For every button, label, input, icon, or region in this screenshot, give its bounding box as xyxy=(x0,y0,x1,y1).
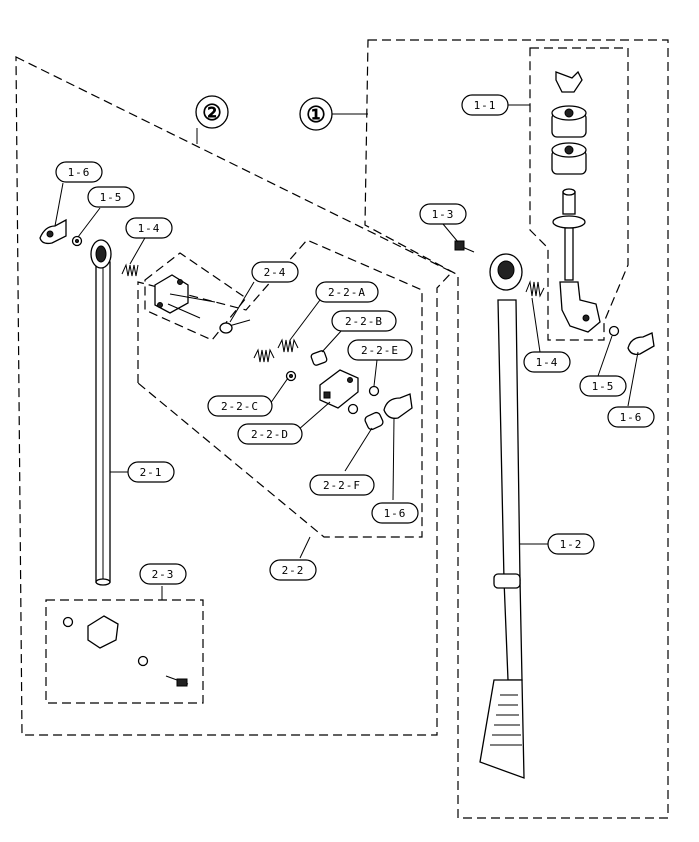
wing-nut-left xyxy=(39,218,67,245)
svg-text:2-1: 2-1 xyxy=(140,466,163,479)
svg-text:2-2-D: 2-2-D xyxy=(251,428,289,441)
callout-1-4-right: 1-4 xyxy=(523,351,571,373)
svg-text:1-4: 1-4 xyxy=(536,356,559,369)
callout-1-6-left: 1-6 xyxy=(55,161,103,183)
svg-text:1-3: 1-3 xyxy=(432,208,455,221)
callout-1-2: 1-2 xyxy=(547,533,595,555)
callout-2-2-c: 2-2-C xyxy=(207,395,273,417)
callout-2-3: 2-3 xyxy=(139,563,187,585)
svg-text:①: ① xyxy=(306,103,326,128)
svg-text:2-2: 2-2 xyxy=(282,564,305,577)
wing-nut-top xyxy=(555,70,583,93)
pin-2-2-b xyxy=(310,350,328,366)
svg-text:2-2-C: 2-2-C xyxy=(221,400,259,413)
callout-1-6-mid: 1-6 xyxy=(371,502,419,524)
callout-1-6-right: 1-6 xyxy=(607,406,655,428)
callout-2-2-e: 2-2-E xyxy=(347,339,413,361)
screw-1-3 xyxy=(454,240,475,253)
group-2-3-box xyxy=(45,599,204,704)
svg-text:1-5: 1-5 xyxy=(100,191,123,204)
svg-text:2-2-F: 2-2-F xyxy=(323,479,361,492)
callout-2-2-b: 2-2-B xyxy=(331,310,397,332)
upright-1-2 xyxy=(479,253,525,779)
spring-right xyxy=(525,280,545,298)
group-1-1-box xyxy=(529,47,629,341)
washer-2-2-c xyxy=(285,370,297,382)
spring-2-2-a xyxy=(253,338,299,363)
svg-text:2-2-A: 2-2-A xyxy=(328,286,366,299)
svg-text:②: ② xyxy=(202,101,222,126)
callout-1-5-right: 1-5 xyxy=(579,375,627,397)
wing-nut-mid xyxy=(383,393,413,419)
collar-lower xyxy=(551,142,587,175)
callout-2-2-a: 2-2-A xyxy=(315,281,379,303)
callout-2-2-d: 2-2-D xyxy=(237,423,303,445)
callout-1-3: 1-3 xyxy=(419,203,467,225)
washer-left xyxy=(71,235,83,247)
group-1-boundary xyxy=(364,39,669,819)
svg-text:1-1: 1-1 xyxy=(474,99,497,112)
svg-text:2-2-B: 2-2-B xyxy=(345,315,383,328)
post-assembly xyxy=(552,188,601,333)
bracket-2-2-d xyxy=(319,369,359,409)
svg-text:2-4: 2-4 xyxy=(264,266,287,279)
clamp-2-4 xyxy=(154,274,216,319)
base-2-3 xyxy=(62,615,189,687)
group-2-boundary xyxy=(15,56,453,736)
shaft-2-1 xyxy=(90,239,112,586)
svg-text:1-4: 1-4 xyxy=(138,222,161,235)
spring-left xyxy=(121,263,139,277)
svg-text:1-5: 1-5 xyxy=(592,380,615,393)
wing-nut-right xyxy=(627,332,655,356)
washer-2-2-e xyxy=(347,385,380,415)
callout-1-1: 1-1 xyxy=(461,94,509,116)
svg-text:2-3: 2-3 xyxy=(152,568,175,581)
group-2-4-box xyxy=(144,252,247,341)
bolt-2-4 xyxy=(219,319,251,334)
group-mark-2: ② xyxy=(195,95,229,129)
leader-lines xyxy=(54,104,639,600)
svg-text:2-2-E: 2-2-E xyxy=(361,344,399,357)
callout-2-4: 2-4 xyxy=(251,261,299,283)
callout-2-2-f: 2-2-F xyxy=(309,474,375,496)
collar-upper xyxy=(551,105,587,138)
svg-text:1-6: 1-6 xyxy=(620,411,643,424)
callout-2-2: 2-2 xyxy=(269,559,317,581)
svg-text:1-2: 1-2 xyxy=(560,538,583,551)
svg-text:1-6: 1-6 xyxy=(384,507,407,520)
group-mark-1: ① xyxy=(299,97,333,131)
svg-text:1-6: 1-6 xyxy=(68,166,91,179)
callout-1-4-left: 1-4 xyxy=(125,217,173,239)
washer-right xyxy=(608,325,620,337)
roller-2-2-f xyxy=(364,411,384,431)
callout-1-5-left: 1-5 xyxy=(87,186,135,208)
callout-2-1: 2-1 xyxy=(127,461,175,483)
